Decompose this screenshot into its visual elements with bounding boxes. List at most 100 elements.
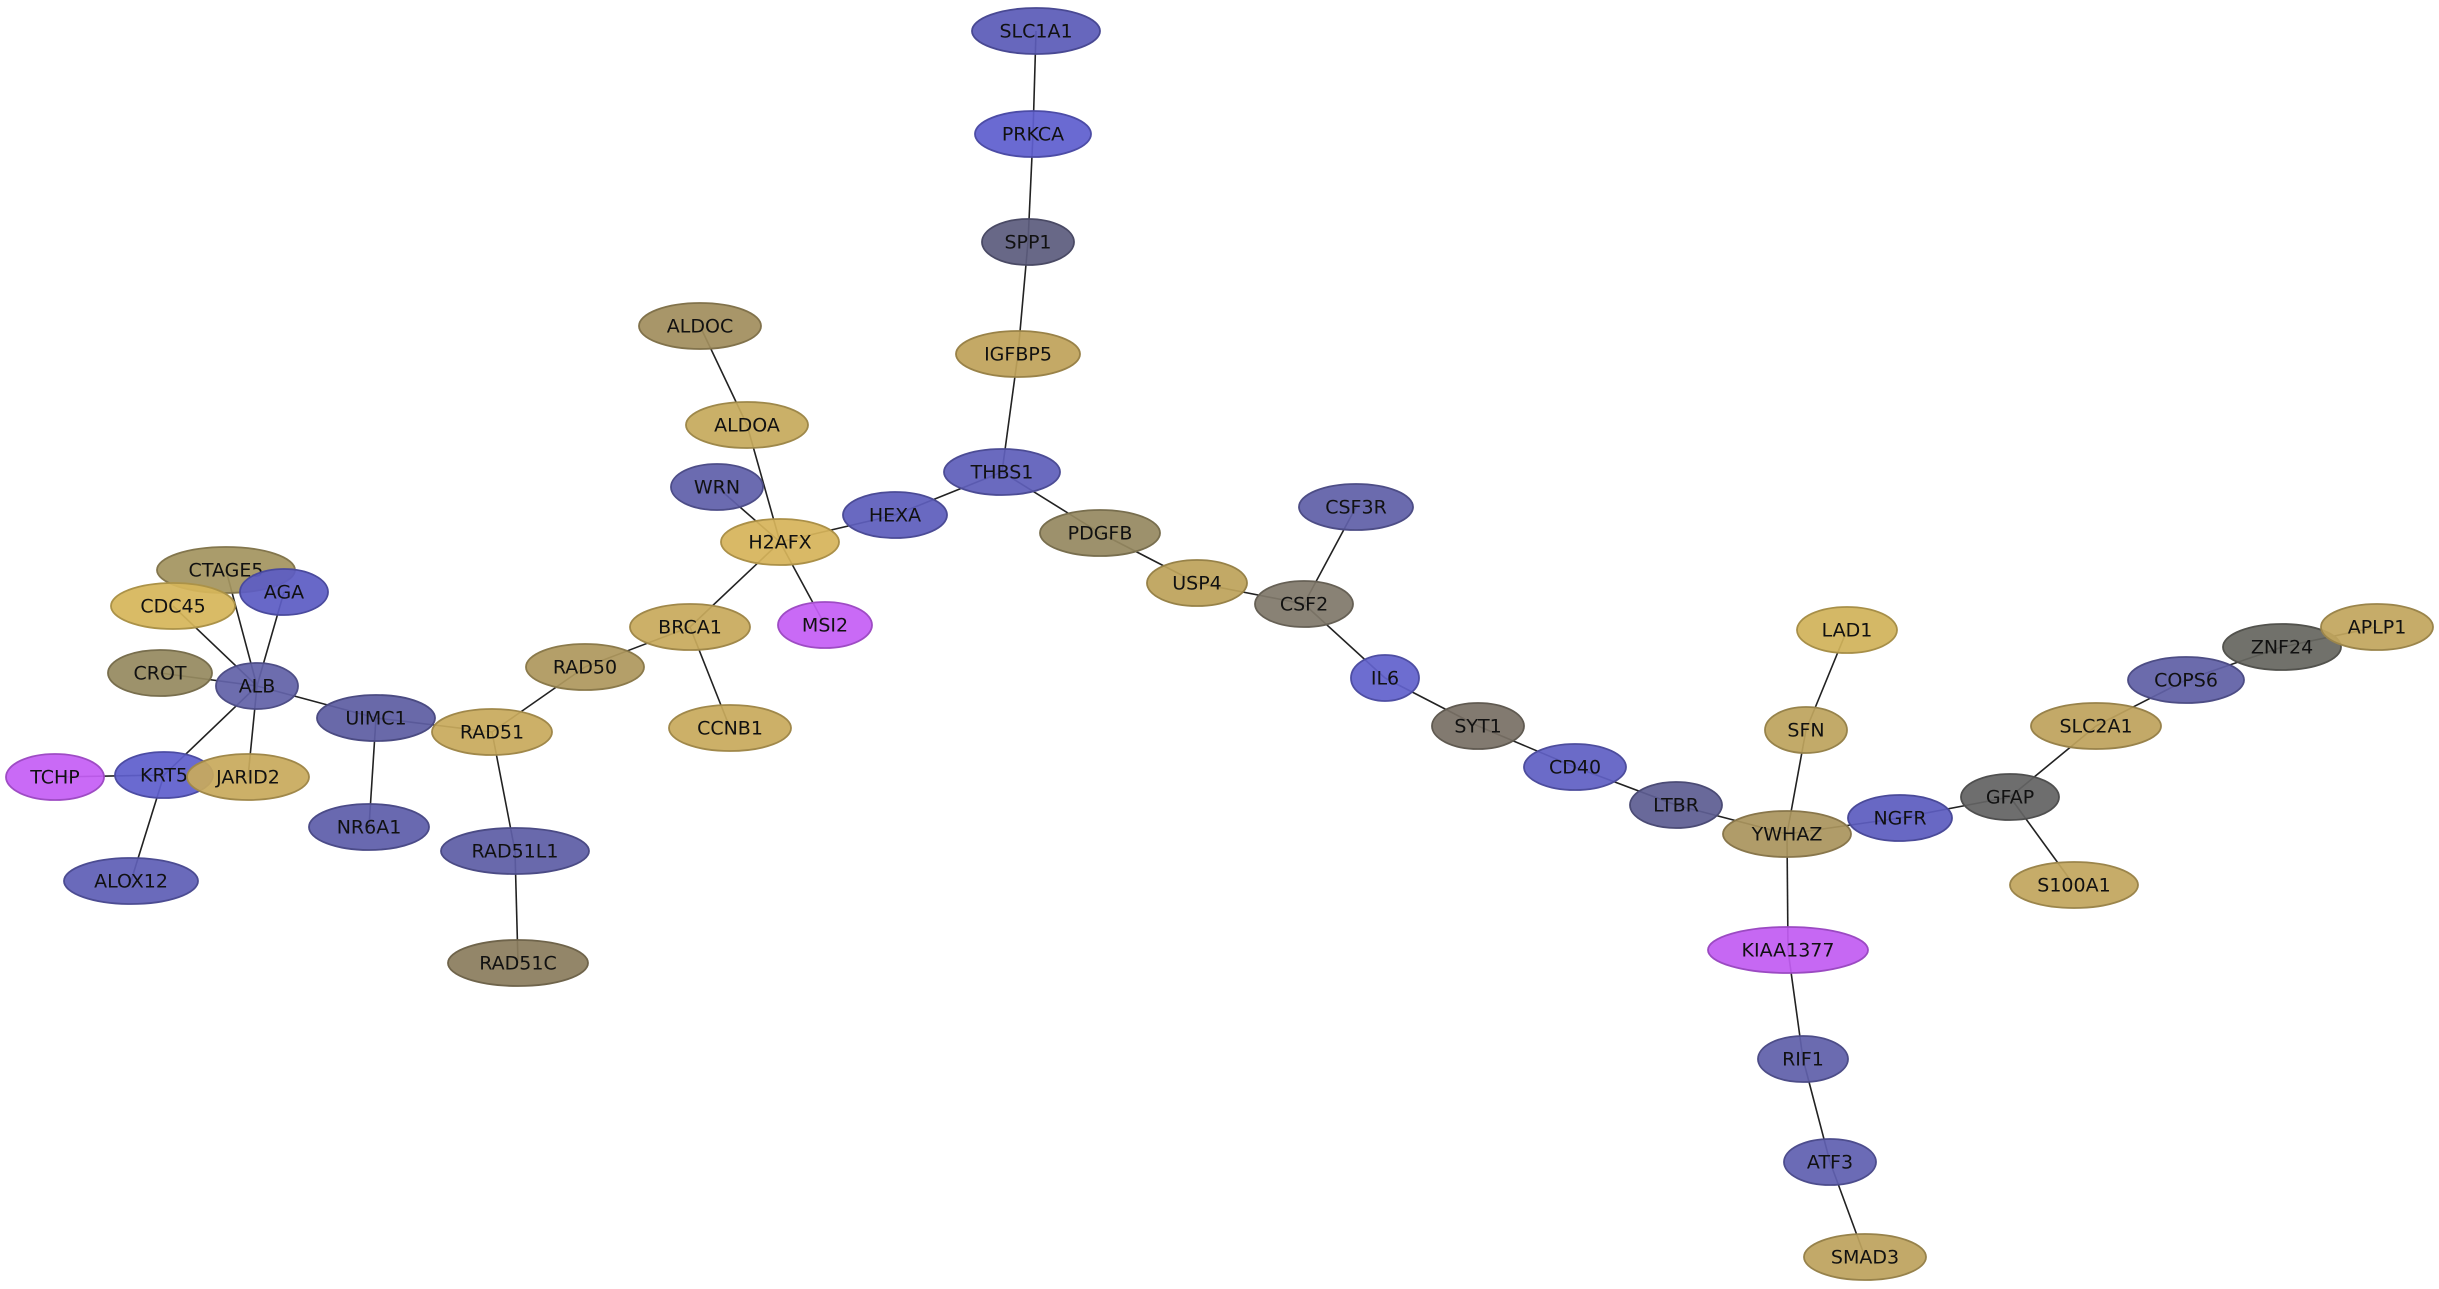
node-crot[interactable]: CROT xyxy=(107,649,213,697)
node-ellipse xyxy=(1764,706,1848,754)
node-csf3r[interactable]: CSF3R xyxy=(1298,483,1414,531)
node-smad3[interactable]: SMAD3 xyxy=(1803,1233,1927,1281)
node-slc1a1[interactable]: SLC1A1 xyxy=(971,7,1101,55)
node-rad50[interactable]: RAD50 xyxy=(525,643,645,691)
node-uimc1[interactable]: UIMC1 xyxy=(316,694,436,742)
node-ltbr[interactable]: LTBR xyxy=(1629,781,1723,829)
node-label: LAD1 xyxy=(1822,620,1873,642)
node-label: SYT1 xyxy=(1454,716,1501,738)
node-label: UIMC1 xyxy=(345,708,406,730)
node-krt5[interactable]: KRT5 xyxy=(114,751,214,799)
node-nr6a1[interactable]: NR6A1 xyxy=(308,803,430,851)
node-alb[interactable]: ALB xyxy=(215,662,299,710)
node-ngfr[interactable]: NGFR xyxy=(1847,794,1953,842)
node-ellipse xyxy=(1707,926,1869,974)
node-ellipse xyxy=(440,827,590,875)
node-label: KRT5 xyxy=(140,765,188,787)
node-label: TCHP xyxy=(29,767,80,789)
node-ellipse xyxy=(431,708,553,756)
node-syt1[interactable]: SYT1 xyxy=(1431,702,1525,750)
node-ellipse xyxy=(955,330,1081,378)
node-atf3[interactable]: ATF3 xyxy=(1783,1138,1877,1186)
node-wrn[interactable]: WRN xyxy=(670,463,764,511)
node-rad51l1[interactable]: RAD51L1 xyxy=(440,827,590,875)
node-pdgfb[interactable]: PDGFB xyxy=(1039,509,1161,557)
node-kiaa1377[interactable]: KIAA1377 xyxy=(1707,926,1869,974)
node-cops6[interactable]: COPS6 xyxy=(2127,656,2245,704)
node-h2afx[interactable]: H2AFX xyxy=(720,518,840,566)
node-label: CSF2 xyxy=(1280,594,1328,616)
node-prkca[interactable]: PRKCA xyxy=(974,110,1092,158)
node-label: CCNB1 xyxy=(697,718,763,740)
node-ellipse xyxy=(1796,606,1898,654)
node-alox12[interactable]: ALOX12 xyxy=(63,857,199,905)
node-sfn[interactable]: SFN xyxy=(1764,706,1848,754)
node-label: ALOX12 xyxy=(94,871,168,893)
node-layer: SLC1A1PRKCASPP1IGFBP5THBS1PDGFBUSP4CSF2C… xyxy=(5,7,2434,1281)
node-lad1[interactable]: LAD1 xyxy=(1796,606,1898,654)
node-aga[interactable]: AGA xyxy=(239,568,329,616)
node-hexa[interactable]: HEXA xyxy=(842,491,948,539)
node-label: IGFBP5 xyxy=(984,344,1052,366)
node-jarid2[interactable]: JARID2 xyxy=(186,753,310,801)
node-rad51[interactable]: RAD51 xyxy=(431,708,553,756)
node-ellipse xyxy=(107,649,213,697)
node-cd40[interactable]: CD40 xyxy=(1523,743,1627,791)
node-rad51c[interactable]: RAD51C xyxy=(447,939,589,987)
node-label: THBS1 xyxy=(970,462,1034,484)
node-slc2a1[interactable]: SLC2A1 xyxy=(2030,702,2162,750)
node-ellipse xyxy=(1298,483,1414,531)
node-rif1[interactable]: RIF1 xyxy=(1757,1035,1849,1083)
node-label: S100A1 xyxy=(2037,875,2110,897)
node-thbs1[interactable]: THBS1 xyxy=(943,448,1061,496)
node-label: ALB xyxy=(239,676,276,698)
node-spp1[interactable]: SPP1 xyxy=(981,218,1075,266)
node-ellipse xyxy=(1757,1035,1849,1083)
node-label: JARID2 xyxy=(215,767,280,789)
node-il6[interactable]: IL6 xyxy=(1350,654,1420,702)
node-ellipse xyxy=(2222,623,2342,671)
node-label: RAD51 xyxy=(460,722,524,744)
node-ellipse xyxy=(1783,1138,1877,1186)
node-label: NGFR xyxy=(1873,808,1926,830)
node-ellipse xyxy=(2127,656,2245,704)
node-ellipse xyxy=(1146,559,1248,607)
node-label: MSI2 xyxy=(802,615,848,637)
node-ellipse xyxy=(2320,603,2434,651)
node-ywhaz[interactable]: YWHAZ xyxy=(1722,810,1852,858)
node-msi2[interactable]: MSI2 xyxy=(777,601,873,649)
node-ellipse xyxy=(447,939,589,987)
node-tchp[interactable]: TCHP xyxy=(5,753,105,801)
node-cdc45[interactable]: CDC45 xyxy=(110,582,236,630)
node-gfap[interactable]: GFAP xyxy=(1960,773,2060,821)
node-label: CSF3R xyxy=(1325,497,1387,519)
node-ellipse xyxy=(2030,702,2162,750)
node-ellipse xyxy=(1722,810,1852,858)
node-label: RAD50 xyxy=(553,657,617,679)
node-aldoc[interactable]: ALDOC xyxy=(638,302,762,350)
node-ellipse xyxy=(1803,1233,1927,1281)
node-s100a1[interactable]: S100A1 xyxy=(2009,861,2139,909)
node-usp4[interactable]: USP4 xyxy=(1146,559,1248,607)
node-csf2[interactable]: CSF2 xyxy=(1254,580,1354,628)
node-ellipse xyxy=(110,582,236,630)
node-ellipse xyxy=(308,803,430,851)
node-label: CTAGE5 xyxy=(189,560,264,582)
node-brca1[interactable]: BRCA1 xyxy=(629,603,751,651)
node-label: ALDOC xyxy=(667,316,733,338)
node-ellipse xyxy=(777,601,873,649)
node-ellipse xyxy=(1629,781,1723,829)
node-label: WRN xyxy=(694,477,740,499)
node-label: GFAP xyxy=(1986,787,2034,809)
node-aldoa[interactable]: ALDOA xyxy=(685,401,809,449)
node-label: PDGFB xyxy=(1068,523,1133,545)
node-aplp1[interactable]: APLP1 xyxy=(2320,603,2434,651)
node-label: SPP1 xyxy=(1004,232,1051,254)
node-label: RAD51C xyxy=(479,953,557,975)
node-ellipse xyxy=(1847,794,1953,842)
node-label: SLC2A1 xyxy=(2059,716,2132,738)
node-igfbp5[interactable]: IGFBP5 xyxy=(955,330,1081,378)
node-znf24[interactable]: ZNF24 xyxy=(2222,623,2342,671)
node-ccnb1[interactable]: CCNB1 xyxy=(668,704,792,752)
node-ellipse xyxy=(1431,702,1525,750)
